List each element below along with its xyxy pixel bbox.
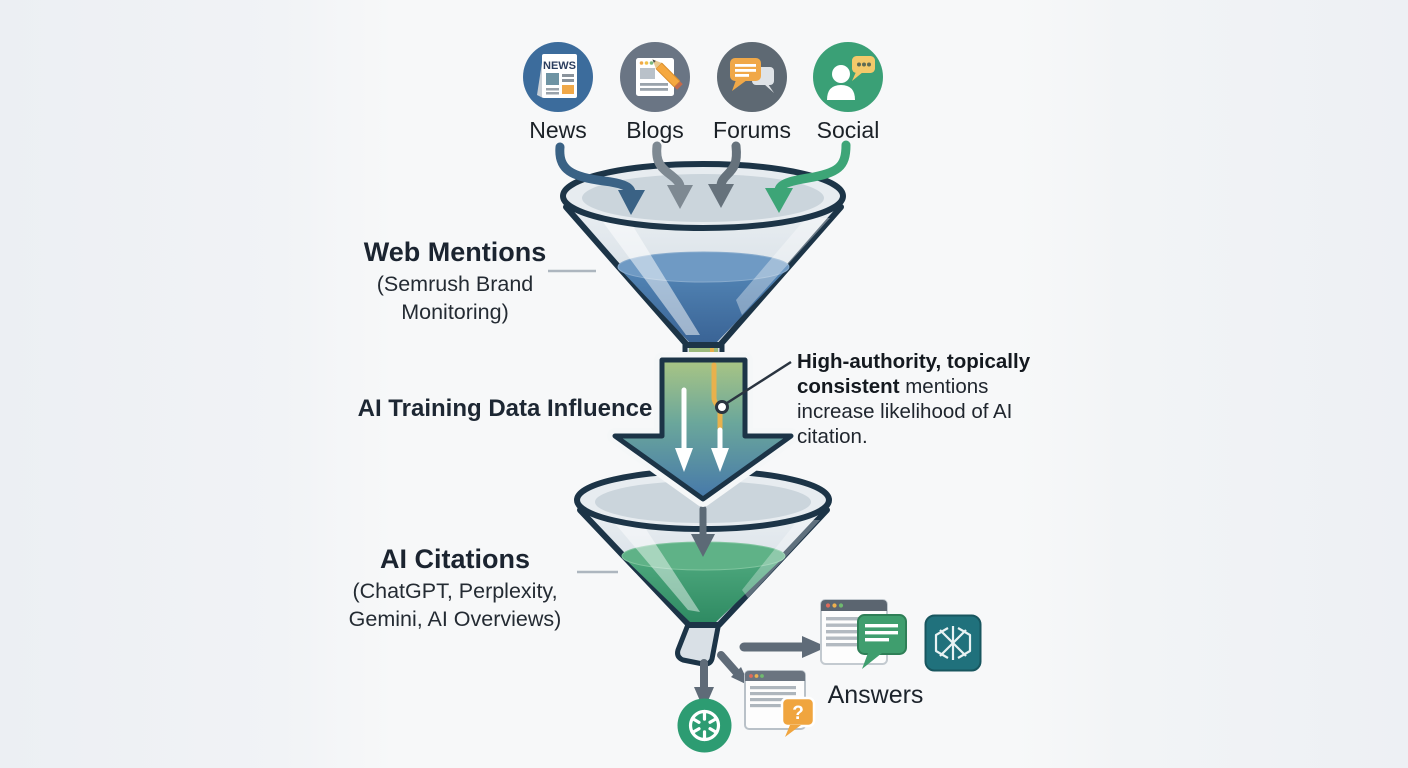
funnel2-spout — [675, 621, 722, 667]
browser-question-chat-icon: ? — [744, 670, 816, 737]
source-label-blogs: Blogs — [626, 117, 684, 143]
flow-arrow-body — [612, 357, 794, 502]
source-arrow-news — [555, 142, 645, 215]
funnel-web-mentions — [560, 161, 846, 378]
web-mentions-label: Web Mentions (Semrush Brand Monitoring) — [325, 237, 585, 327]
ai-citations-subtitle: (ChatGPT, Perplexity, Gemini, AI Overvie… — [348, 579, 562, 631]
callout-text-rest: mentions increase likelihood of AI citat… — [797, 375, 1013, 448]
funnel2-glass-highlight-right — [742, 520, 820, 598]
funnel1-glass-highlight-right — [736, 218, 830, 315]
source-label-social: Social — [816, 117, 880, 143]
source-arrow-blogs — [652, 141, 693, 209]
newspaper-icon: NEWS — [523, 42, 593, 112]
chat-bubbles-icon — [717, 42, 787, 112]
perplexity-starburst-icon — [924, 614, 982, 672]
callout-text-bold: High-authority, topically consistent — [797, 350, 1031, 398]
source-news: NEWS News — [508, 41, 608, 144]
blog-pencil-icon — [620, 42, 690, 112]
funnel2-glass-highlight-left — [612, 520, 700, 612]
source-forums: Forums — [702, 41, 802, 144]
funnel1-rim-inner — [582, 174, 824, 222]
news-badge: NEWS — [543, 60, 576, 72]
source-label-news: News — [529, 117, 587, 143]
source-social: Social — [798, 41, 898, 144]
flow-inner-white-arrow-right — [711, 427, 729, 472]
output-arrow-right — [739, 636, 827, 658]
question-mark: ? — [792, 703, 804, 724]
answers-label: Answers — [827, 681, 924, 709]
source-label-forums: Forums — [713, 117, 791, 143]
browser-answer-chat-icon — [820, 599, 907, 669]
source-arrow-social — [765, 140, 851, 213]
web-mentions-subtitle: (Semrush Brand Monitoring) — [376, 272, 534, 324]
funnel1-glass-highlight-left — [600, 218, 700, 335]
callout-pointer — [715, 360, 792, 414]
funnel2-inner-arrow-icon — [691, 505, 715, 557]
ai-citations-label: AI Citations (ChatGPT, Perplexity, Gemin… — [325, 544, 585, 634]
openai-knot-icon — [677, 698, 732, 753]
output-arrow-down — [694, 659, 714, 710]
flow-stage-label: AI Training Data Influence — [357, 395, 653, 422]
funnel2-liquid — [622, 556, 785, 622]
web-mentions-title: Web Mentions — [363, 237, 547, 267]
source-blogs: Blogs — [605, 41, 705, 144]
callout-text: High-authority, topically consistent men… — [797, 349, 1053, 449]
source-arrow-forums — [708, 141, 741, 208]
ai-citations-title: AI Citations — [379, 544, 530, 574]
person-chat-icon — [813, 42, 883, 112]
flow-inner-white-arrow-left — [675, 387, 693, 472]
